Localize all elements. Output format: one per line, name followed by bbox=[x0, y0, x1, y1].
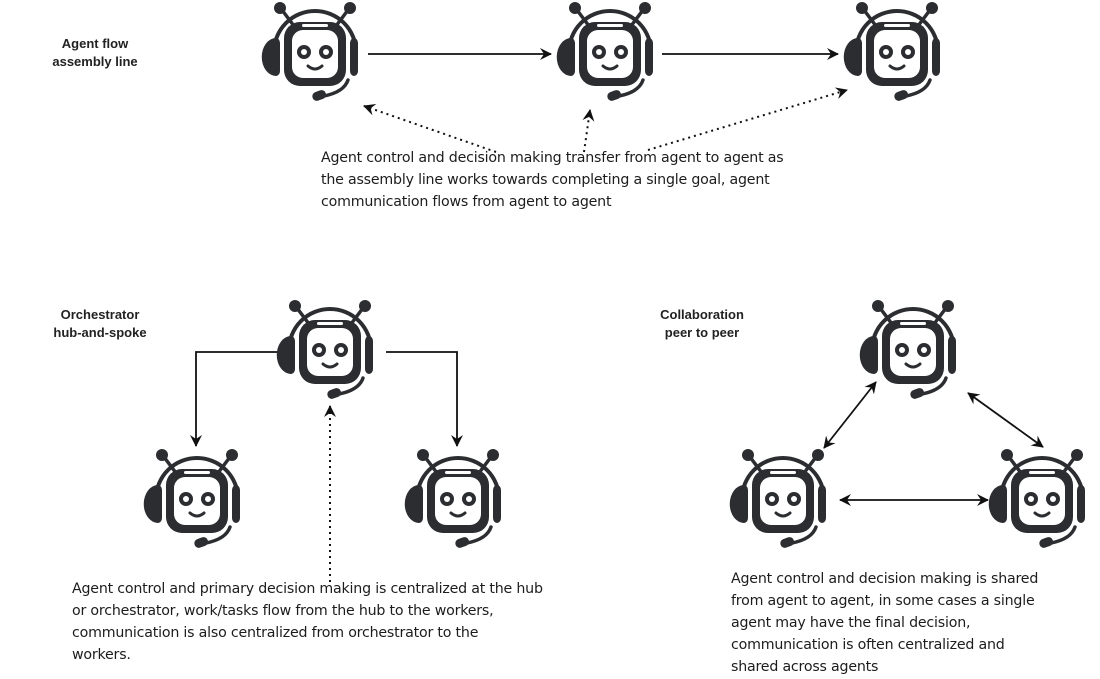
dotted-pointer-arrow bbox=[363, 103, 497, 153]
description-line: Agent control and decision making is sha… bbox=[731, 571, 1039, 587]
hub-to-worker-arrow bbox=[386, 351, 463, 447]
peer-bidirectional-arrow bbox=[967, 392, 1044, 448]
peer-robot-icon bbox=[727, 447, 828, 552]
section-title-orchestrator: Orchestrator hub-and-spoke bbox=[44, 306, 156, 342]
orchestrator-description: Agent control and primary decision makin… bbox=[72, 578, 612, 666]
hub-to-worker-arrow bbox=[190, 351, 277, 447]
dotted-pointer-arrow bbox=[647, 87, 848, 151]
description-line: communication flows from agent to agent bbox=[321, 194, 612, 210]
section-title-collaboration: Collaboration peer to peer bbox=[646, 306, 758, 342]
title-line: assembly line bbox=[52, 54, 138, 69]
description-line: communication is often centralized and bbox=[731, 637, 1005, 653]
agent-robot-icon bbox=[554, 0, 655, 105]
peer-robot-icon bbox=[986, 447, 1087, 552]
description-line: shared across agents bbox=[731, 659, 879, 675]
collaboration-description: Agent control and decision making is sha… bbox=[731, 568, 1100, 678]
dotted-pointer-arrow bbox=[582, 109, 595, 153]
peer-bidirectional-arrow bbox=[823, 381, 877, 449]
title-line: Collaboration bbox=[660, 307, 744, 322]
description-line: agent may have the final decision, bbox=[731, 615, 971, 631]
hub-robot-icon bbox=[274, 298, 375, 403]
assembly-description: Agent control and decision making transf… bbox=[321, 147, 841, 213]
title-line: Orchestrator bbox=[60, 307, 140, 322]
agent-robot-icon bbox=[259, 0, 360, 105]
title-line: Agent flow bbox=[61, 36, 129, 51]
agent-robot-icon bbox=[841, 0, 942, 105]
description-line: from agent to agent, in some cases a sin… bbox=[731, 593, 1035, 609]
worker-robot-icon bbox=[402, 447, 503, 552]
description-line: Agent control and primary decision makin… bbox=[72, 581, 543, 597]
section-title-assembly: Agent flow assembly line bbox=[40, 35, 150, 71]
title-line: hub-and-spoke bbox=[53, 325, 147, 340]
description-line: the assembly line works towards completi… bbox=[321, 172, 770, 188]
description-line: or orchestrator, work/tasks flow from th… bbox=[72, 603, 494, 619]
title-line: peer to peer bbox=[664, 325, 740, 340]
worker-robot-icon bbox=[141, 447, 242, 552]
description-line: communication is also centralized from o… bbox=[72, 625, 479, 641]
description-line: Agent control and decision making transf… bbox=[321, 150, 784, 166]
description-line: workers. bbox=[72, 647, 131, 663]
